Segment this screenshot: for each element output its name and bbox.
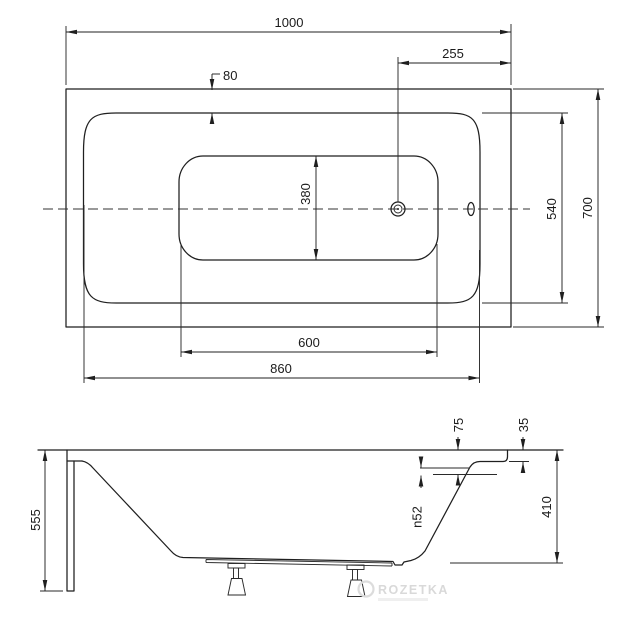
dim-inner-width: 380 [298,156,319,260]
watermark-brand-text: ROZETKA [378,583,449,597]
dim-label-600: 600 [298,335,320,350]
foot-left-stem [233,567,239,579]
dim-label-700: 700 [580,197,595,219]
tub-floor-outline [178,155,439,261]
dim-inner-length: 600 [180,244,438,357]
dim-rim-width: 540 [482,112,568,304]
dim-label-75: 75 [451,418,466,432]
dim-label-1000: 1000 [275,15,304,30]
dim-label-80: 80 [223,68,237,83]
foot-left-cup [227,578,247,596]
dim-total-height: 555 [28,450,63,592]
dim-label-860: 860 [270,361,292,376]
dim-rim-thickness: 35 [509,418,531,473]
drain-inner-circle [393,204,403,214]
watermark-subtext-bar [378,598,428,601]
foot-left-plate [227,563,246,569]
top-view: 1000 255 80 380 540 [43,15,604,383]
tub-side-profile [81,449,509,566]
tub-rim-outline [82,112,481,304]
dim-overflow-diameter: n52 [410,456,425,528]
dim-label-380: 380 [298,183,313,205]
dim-depth-right: 410 [450,450,563,564]
watermark-logo-icon [357,580,375,598]
dim-drain-offset: 255 [397,46,511,202]
dim-overflow-offset: 75 [451,418,466,486]
foot-right [346,564,366,597]
drain-center-dot [397,208,399,210]
dim-overall-length: 1000 [65,15,512,85]
foot-right-stem [352,569,358,581]
left-apron-panel [66,449,75,592]
dim-label-410: 410 [539,496,554,518]
overflow-symbol [467,201,475,217]
dim-label-n52: n52 [410,506,425,528]
foot-left [227,563,247,596]
side-view: 555 410 75 35 n52 RO [28,418,564,601]
dim-label-255: 255 [442,46,464,61]
dim-rim-inset: 80 [209,68,237,124]
dim-label-540: 540 [544,198,559,220]
dim-label-35: 35 [516,418,531,432]
dim-label-555: 555 [28,509,43,531]
dim-overall-width: 700 [513,88,604,328]
support-pan [205,559,393,567]
watermark: ROZETKA [357,580,449,601]
tub-outer-rectangle [65,88,512,328]
dim-rim-length: 860 [83,205,480,383]
